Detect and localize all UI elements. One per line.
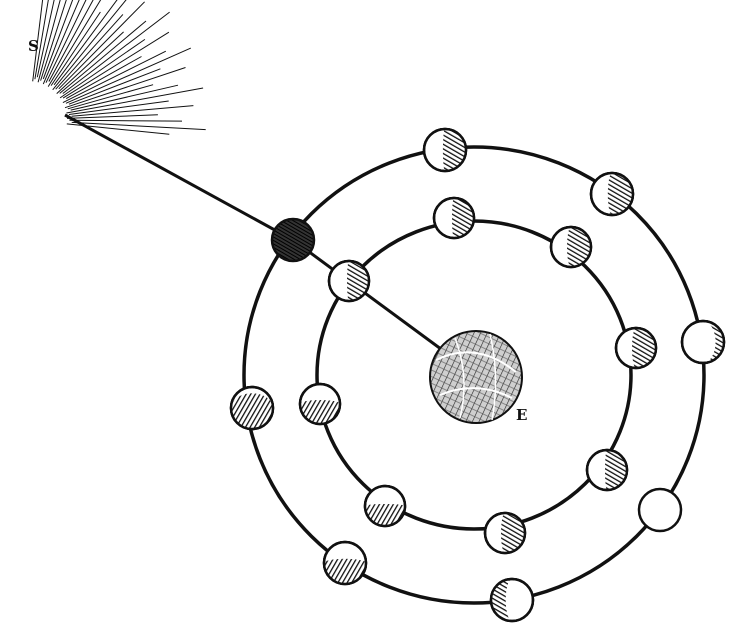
moon-phase <box>422 127 468 173</box>
sun-ray <box>55 14 124 90</box>
sun-ray <box>58 1 145 90</box>
moon-phase <box>585 448 629 492</box>
sun-ray <box>37 0 61 83</box>
outer-orbit <box>242 145 706 605</box>
sun-ray <box>64 67 186 109</box>
moon-phase <box>614 326 658 370</box>
sun-ray <box>50 11 101 86</box>
sun-ray <box>53 0 118 86</box>
sun-ray <box>47 0 102 87</box>
sun-ray <box>68 68 161 105</box>
earth-label: E <box>516 406 527 424</box>
sun-ray <box>56 31 124 94</box>
sun-ray <box>62 31 170 99</box>
moon-phase <box>637 487 683 533</box>
sun-ray <box>62 50 167 104</box>
moon-phase <box>589 171 635 217</box>
sun-ray <box>32 0 44 82</box>
moon-phase <box>363 484 407 528</box>
sun-ray <box>40 0 67 81</box>
sunlight-line <box>64 113 294 242</box>
sun-ray <box>65 47 192 104</box>
sun-ray <box>66 87 204 114</box>
moons <box>229 127 726 623</box>
moon-phase <box>270 217 316 263</box>
moon-phase <box>229 385 275 431</box>
sun-ray <box>65 56 142 100</box>
sun-ray <box>67 84 154 110</box>
sun-ray <box>66 114 158 119</box>
sun-ray <box>42 0 80 85</box>
sun-ray <box>59 20 147 94</box>
sun-ray <box>69 119 183 122</box>
sun-ray <box>68 100 169 115</box>
sun-ray <box>42 0 74 80</box>
earth-moon-line <box>292 238 446 354</box>
moon-phase <box>680 319 726 365</box>
moon-phase <box>489 577 535 623</box>
earth <box>429 330 523 424</box>
moon-phase <box>327 259 371 303</box>
sun-ray <box>59 38 146 99</box>
sun-ray <box>48 0 94 82</box>
sun-label: S <box>28 37 39 55</box>
moon-phase <box>298 382 342 426</box>
sun-ray <box>71 105 194 117</box>
sun-ray <box>36 0 55 78</box>
sun-ray <box>70 84 179 111</box>
sun-rays <box>32 0 206 135</box>
moon-phase <box>483 511 527 555</box>
moon-phase <box>432 196 476 240</box>
sun-ray <box>71 121 206 131</box>
sun-ray <box>34 0 49 80</box>
moon-phase <box>322 540 368 586</box>
moon-phase <box>549 225 593 269</box>
sun-ray <box>62 11 170 94</box>
sun-ray <box>52 0 127 91</box>
sun-ray <box>45 0 87 83</box>
